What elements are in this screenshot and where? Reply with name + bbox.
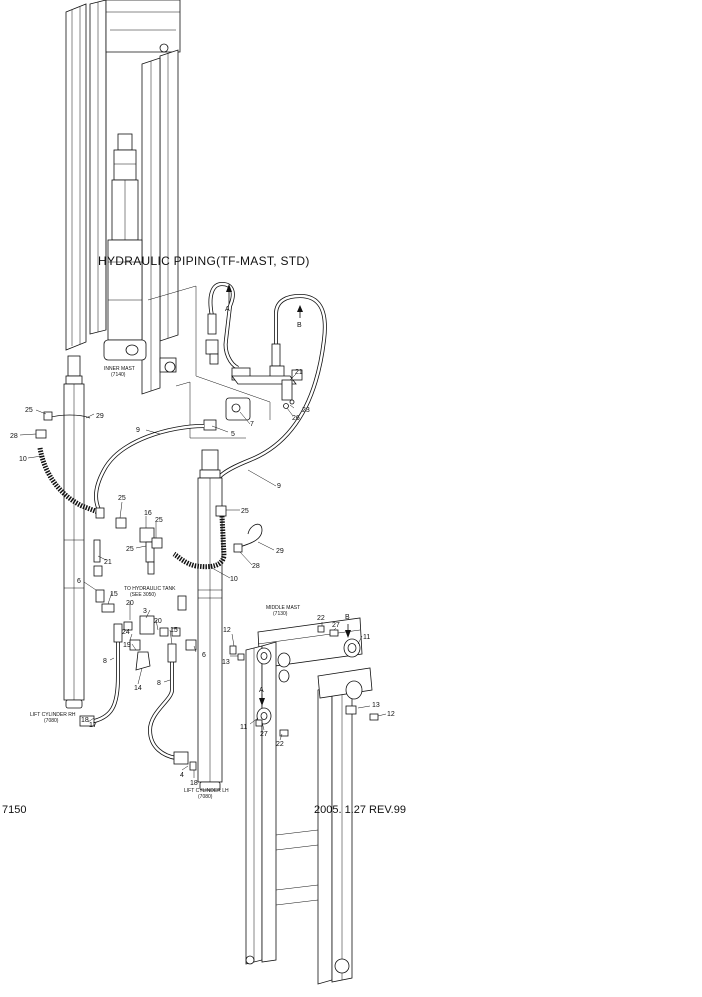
callout-label: 8 (157, 680, 161, 687)
callouts: A B 21 23 26 7 5 9 25 29 28 10 25 16 25 … (10, 306, 395, 787)
lift-cylinder-lh-caption: (7080) (198, 794, 213, 800)
callout-label: 18 (81, 717, 89, 724)
callout-label: 3 (143, 608, 147, 615)
callout-label: A (225, 306, 230, 313)
callout-label: 24 (122, 629, 130, 636)
callout-label: 20 (154, 618, 162, 625)
callout-label: 25 (241, 508, 249, 515)
callout-label: 16 (144, 510, 152, 517)
callout-label: 20 (126, 600, 134, 607)
callout-label: 27 (332, 622, 340, 629)
callout-label: 11 (363, 634, 370, 641)
callout-label: 19 (123, 642, 131, 649)
callout-label: 12 (223, 627, 231, 634)
callout-label: A (259, 687, 264, 694)
callout-label: 25 (25, 407, 33, 414)
lift-cylinder-rh-caption: LIFT CYLINDER RH (30, 712, 76, 718)
callout-label: 9 (136, 427, 140, 434)
callout-label: 10 (19, 456, 27, 463)
callout-label: 8 (103, 658, 107, 665)
lift-cylinder-lh-caption: LIFT CYLINDER LH (184, 788, 229, 794)
lift-cylinder-lh (172, 449, 263, 791)
hydraulic-tank-caption: (SEE 3050) (130, 592, 156, 598)
callout-label: 25 (126, 546, 134, 553)
hydraulic-tank-caption: TO HYDRAULIC TANK (124, 586, 176, 592)
callout-label: 13 (372, 702, 380, 709)
middle-mast (229, 617, 379, 985)
callout-label: 28 (252, 563, 260, 570)
callout-label: 25 (118, 495, 126, 502)
callout-label: 22 (317, 615, 325, 622)
callout-label: 25 (155, 517, 163, 524)
callout-label: 15 (170, 627, 178, 634)
callout-label: 12 (387, 711, 395, 718)
middle-mast-caption: (7130) (273, 611, 288, 617)
callout-label: 29 (96, 413, 104, 420)
reference-frame (147, 285, 271, 439)
callout-label: 6 (202, 652, 206, 659)
callout-label: 29 (276, 548, 284, 555)
callout-label: 7 (250, 421, 254, 428)
lift-cylinder-rh (35, 355, 115, 709)
leader-lines (19, 373, 387, 778)
revision-date: 2005. 1.27 REV.99 (314, 804, 406, 816)
assembly-captions: INNER MAST (7140) MIDDLE MAST (7130) TO … (30, 366, 300, 800)
callout-label: 11 (240, 724, 247, 731)
drawing-code: 7150 (2, 804, 27, 816)
callout-label: 6 (77, 578, 81, 585)
callout-label: B (297, 322, 302, 329)
middle-mast-caption: MIDDLE MAST (266, 605, 300, 611)
callout-label: 21 (104, 559, 112, 566)
callout-label: 13 (222, 659, 230, 666)
callout-label: 10 (230, 576, 238, 583)
inner-mast-cylinder (103, 133, 177, 373)
callout-label: 4 (180, 772, 184, 779)
callout-label: 15 (110, 591, 118, 598)
callout-label: 26 (292, 415, 300, 422)
callout-label: 9 (277, 483, 281, 490)
callout-label: 23 (302, 407, 310, 414)
callout-label: 17 (89, 722, 97, 729)
inner-mast-rails (65, 0, 181, 395)
callout-label: B (345, 614, 350, 621)
callout-label: 27 (260, 731, 268, 738)
callout-label: 22 (276, 741, 284, 748)
inner-mast-caption: INNER MAST (104, 366, 135, 372)
inner-mast-caption: (7140) (111, 372, 126, 378)
lift-cylinder-rh-caption: (7080) (44, 718, 59, 724)
callout-label: 28 (10, 433, 18, 440)
top-manifold (94, 281, 327, 513)
page-title: HYDRAULIC PIPING(TF-MAST, STD) (98, 254, 310, 268)
callout-label: 14 (134, 685, 142, 692)
callout-label: 5 (231, 431, 235, 438)
callout-label: 21 (295, 369, 303, 376)
callout-label: 18 (190, 780, 198, 787)
